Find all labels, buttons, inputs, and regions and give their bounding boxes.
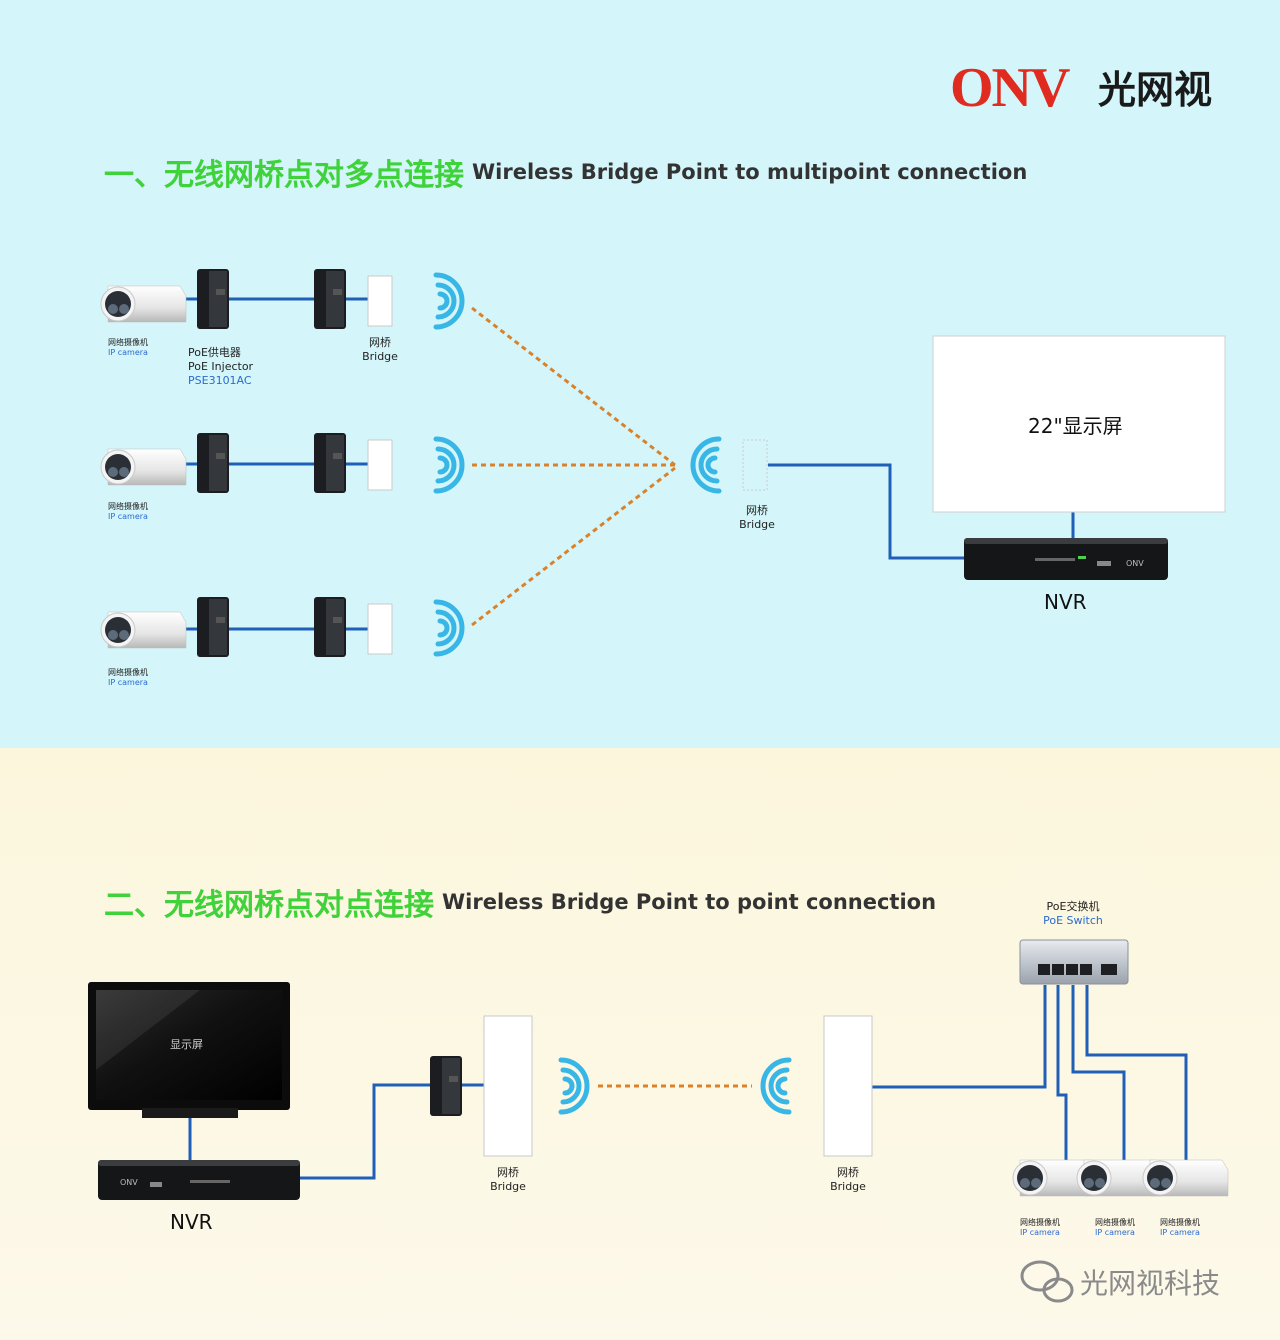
section1-heading-cn: 一、无线网桥点对多点连接 xyxy=(104,158,464,193)
wifi-signal-icon xyxy=(436,439,462,491)
ip-camera-label: 网络摄像机 IP camera xyxy=(1020,1218,1060,1238)
bridge-central xyxy=(742,439,768,491)
nvr-brand: ONV xyxy=(1126,559,1144,568)
poe-injector-label-cn: PoE供电器 xyxy=(188,346,241,359)
nvr-label: NVR xyxy=(1044,590,1087,614)
bridge-label: 网桥 Bridge xyxy=(356,336,404,364)
ip-camera-label-cn: 网络摄像机 xyxy=(1020,1218,1060,1227)
ip-camera-label: 网络摄像机 IP camera xyxy=(108,338,148,358)
ip-camera-label-en: IP camera xyxy=(1095,1228,1135,1237)
section2-heading-en: Wireless Bridge Point to point connectio… xyxy=(442,890,937,914)
monitor-2 xyxy=(88,982,290,1118)
wechat-icon xyxy=(1020,1260,1074,1303)
logo-mark: ONV xyxy=(950,57,1070,119)
ip-camera-3 xyxy=(100,611,187,649)
section1-heading-en: Wireless Bridge Point to multipoint conn… xyxy=(472,160,1028,184)
ip-camera-label-en: IP camera xyxy=(108,348,148,357)
poe-switch-label-cn: PoE交换机 xyxy=(1046,900,1100,913)
poe-injector-model: PSE3101AC xyxy=(188,374,252,387)
ip-camera-label: 网络摄像机 IP camera xyxy=(108,668,148,688)
poe-injector-6 xyxy=(314,597,346,657)
bridge-label-en: Bridge xyxy=(362,350,398,363)
bridge-label-cn: 网桥 xyxy=(837,1166,859,1179)
poe-injector-1 xyxy=(197,269,229,329)
bridge-label: 网桥 Bridge xyxy=(733,504,781,532)
poe-injector-label: PoE供电器 PoE Injector PSE3101AC xyxy=(188,346,253,388)
ip-camera-label-cn: 网络摄像机 xyxy=(108,338,148,347)
ip-camera-1 xyxy=(100,285,187,323)
bridge-label-cn: 网桥 xyxy=(746,504,768,517)
poe-switch-label-en: PoE Switch xyxy=(1043,914,1103,927)
watermark: 光网视科技 xyxy=(1080,1267,1221,1300)
bridge-label-cn: 网桥 xyxy=(369,336,391,349)
ip-camera-label-en: IP camera xyxy=(108,512,148,521)
poe-injector-2 xyxy=(314,269,346,329)
monitor-screen-label: 显示屏 xyxy=(170,1038,203,1051)
section1-wireless-links xyxy=(471,306,676,627)
bridge-label-en: Bridge xyxy=(739,518,775,531)
bridge-label-en: Bridge xyxy=(830,1180,866,1193)
ip-camera-label-cn: 网络摄像机 xyxy=(1095,1218,1135,1227)
ip-camera-2 xyxy=(100,448,187,486)
ip-camera-label: 网络摄像机 IP camera xyxy=(108,502,148,522)
poe-injector-3 xyxy=(197,433,229,493)
wifi-signal-icon xyxy=(693,439,719,491)
bridge-4 xyxy=(483,1015,533,1157)
ip-camera-label-cn: 网络摄像机 xyxy=(108,502,148,511)
ip-camera-label: 网络摄像机 IP camera xyxy=(1095,1218,1135,1238)
ip-camera-label-cn: 网络摄像机 xyxy=(1160,1218,1200,1227)
section2-cables xyxy=(188,985,1188,1180)
bridge-5 xyxy=(823,1015,873,1157)
bridge-2 xyxy=(367,439,393,491)
section2-heading: 二、无线网桥点对点连接 Wireless Bridge Point to poin… xyxy=(104,880,936,924)
wifi-signal-icon xyxy=(436,275,462,327)
poe-switch xyxy=(1019,939,1129,985)
bridge-3 xyxy=(367,603,393,655)
poe-injector-label-en: PoE Injector xyxy=(188,360,254,373)
section2-heading-cn: 二、无线网桥点对点连接 xyxy=(104,888,434,923)
nvr-label: NVR xyxy=(170,1210,213,1234)
poe-switch-label: PoE交换机 PoE Switch xyxy=(1030,900,1116,928)
ip-camera-label-en: IP camera xyxy=(108,678,148,687)
ip-camera-label: 网络摄像机 IP camera xyxy=(1160,1218,1200,1238)
wifi-signal-icon xyxy=(436,602,462,654)
nvr-2 xyxy=(98,1160,300,1200)
bridge-label-en: Bridge xyxy=(490,1180,526,1193)
ip-camera-label-cn: 网络摄像机 xyxy=(108,668,148,677)
poe-injector-4 xyxy=(314,433,346,493)
ip-camera-label-en: IP camera xyxy=(1020,1228,1060,1237)
bridge-label: 网桥 Bridge xyxy=(824,1166,872,1194)
wifi-signal-icon xyxy=(763,1060,789,1112)
ip-camera-label-en: IP camera xyxy=(1160,1228,1200,1237)
nvr-1 xyxy=(964,538,1168,580)
ip-camera-6 xyxy=(1142,1159,1229,1197)
poe-injector-7 xyxy=(430,1056,462,1116)
wifi-signal-icon xyxy=(561,1060,587,1112)
section1-heading: 一、无线网桥点对多点连接 Wireless Bridge Point to mul… xyxy=(104,150,1027,194)
monitor-22 xyxy=(932,335,1226,513)
poe-injector-5 xyxy=(197,597,229,657)
monitor-22-label: 22"显示屏 xyxy=(1028,414,1123,438)
bridge-1 xyxy=(367,275,393,327)
bridge-label-cn: 网桥 xyxy=(497,1166,519,1179)
bridge-label: 网桥 Bridge xyxy=(484,1166,532,1194)
logo-name: 光网视 xyxy=(1098,68,1213,112)
nvr-brand: ONV xyxy=(120,1178,138,1187)
